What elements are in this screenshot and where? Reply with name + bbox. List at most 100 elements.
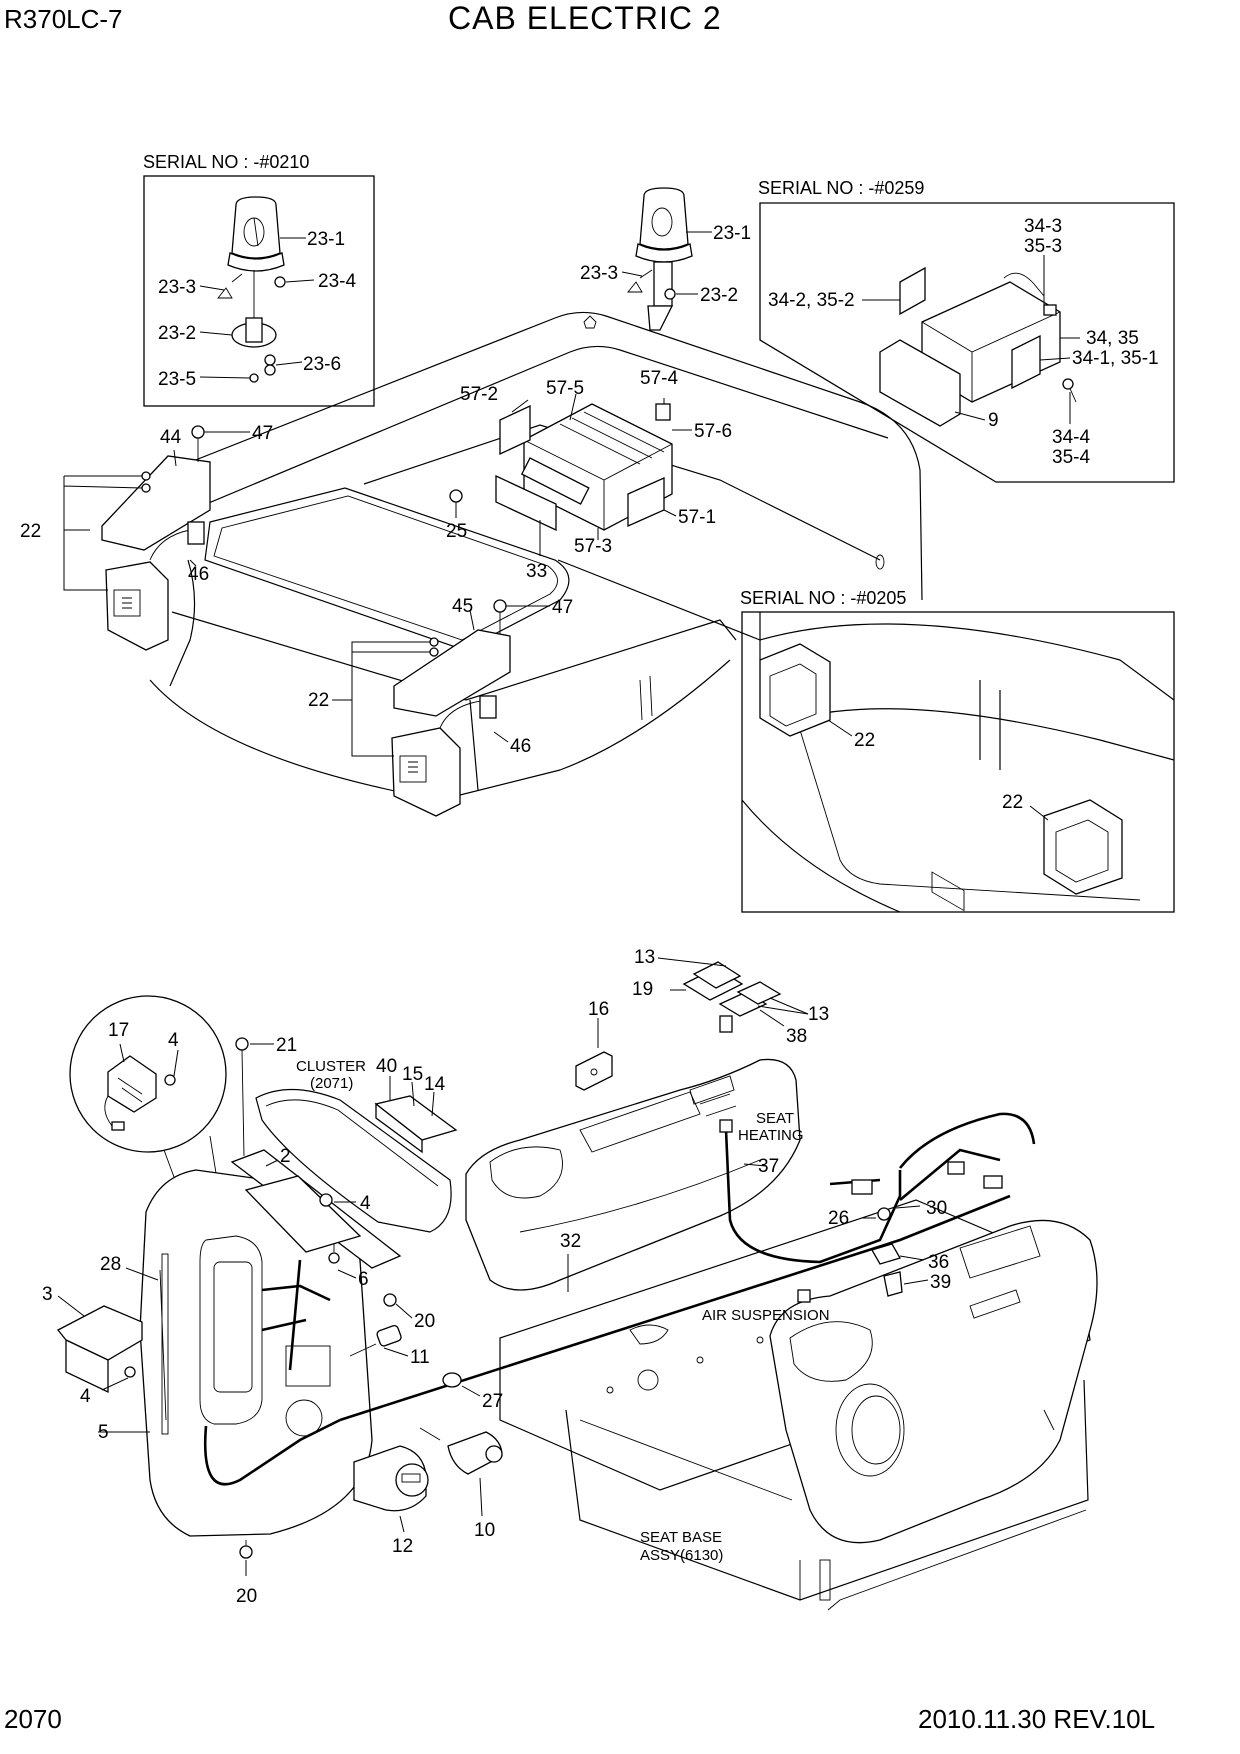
note-seat-heating: SEAT (756, 1110, 794, 1127)
callout: 25 (446, 521, 467, 542)
callout: 23-4 (318, 271, 356, 292)
callout: 37 (758, 1156, 779, 1177)
callout: 34-3 (1024, 216, 1062, 237)
inset-frame (143, 175, 375, 407)
roof-window (204, 487, 570, 651)
beacon-dome-icon (231, 196, 281, 259)
harness-wire (724, 1129, 902, 1264)
detail-circle: 17 4 (69, 995, 233, 1297)
seat-base-plate (499, 1199, 1091, 1491)
callout: 33 (526, 561, 547, 582)
callout: 44 (160, 427, 182, 448)
detail-magnifier (69, 995, 227, 1153)
callout: 34-1, 35-1 (1072, 348, 1159, 369)
note-cluster: CLUSTER (296, 1058, 366, 1075)
inset-serial-label: SERIAL NO : -#0259 (758, 178, 924, 198)
seat-base: SEAT BASE ASSY(6130) (499, 1199, 1098, 1611)
console-panel (139, 1169, 373, 1537)
callout: 23-6 (303, 354, 341, 375)
callout: 22 (308, 690, 329, 711)
callout: 34-4 (1052, 427, 1090, 448)
callout: 34, 35 (1086, 328, 1139, 349)
callout: 15 (402, 1064, 423, 1085)
revision-date: 2010.11.30 REV.10L (918, 1704, 1156, 1734)
callout: 4 (168, 1030, 179, 1051)
beacon-base (227, 252, 285, 272)
callout: 23-3 (158, 277, 196, 298)
callout: 21 (276, 1035, 297, 1056)
callout: 23-3 (580, 263, 618, 284)
callout: 13 (634, 947, 655, 968)
callout: 57-3 (574, 536, 612, 557)
callout: 39 (930, 1272, 951, 1293)
callout: 57-2 (460, 384, 498, 405)
roof-radio: 57-2 57-5 57-4 57-6 57-1 57-3 25 33 (446, 368, 732, 582)
callout: 35-4 (1052, 447, 1090, 468)
callout: 22 (854, 730, 875, 751)
callout: 28 (100, 1254, 121, 1275)
harness-wire (339, 1194, 1011, 1422)
callout: 6 (358, 1269, 369, 1290)
callout: 34-2, 35-2 (768, 290, 855, 311)
inset-work-lamp-early: SERIAL NO : -#0205 22 22 (740, 588, 1175, 913)
callout: 23-5 (158, 369, 196, 390)
work-lamp-icon (105, 561, 169, 651)
callout: 40 (376, 1056, 397, 1077)
callout: 47 (252, 423, 273, 444)
callout: 5 (98, 1422, 109, 1443)
callout: 57-1 (678, 507, 716, 528)
callout: 9 (988, 410, 999, 431)
callout: 16 (588, 999, 609, 1020)
callout: 45 (452, 596, 473, 617)
callout: 30 (926, 1198, 947, 1219)
callout: 36 (928, 1252, 949, 1273)
roof-beacon: 23-1 23-3 23-2 (580, 187, 751, 331)
cab-roof (149, 311, 923, 801)
beacon-dome-icon (639, 187, 689, 250)
work-lamp-icon (759, 643, 831, 737)
page-title: CAB ELECTRIC 2 (448, 0, 722, 36)
armrest-console (465, 1058, 801, 1291)
seat-harness: SEAT HEATING 37 26 30 36 39 AIR SUSPENSI… (702, 1110, 1036, 1324)
callout: 11 (410, 1347, 430, 1368)
inset-frame (741, 611, 1175, 913)
callout: 4 (80, 1386, 91, 1407)
callout: 57-4 (640, 368, 678, 389)
callout: 23-1 (713, 223, 751, 244)
callout: 22 (1002, 792, 1023, 813)
inset-frame (759, 202, 1175, 483)
callout: 2 (280, 1146, 291, 1167)
callout: 19 (632, 979, 653, 1000)
callout: 26 (828, 1208, 849, 1229)
work-lamp-left: 44 47 22 46 (20, 423, 273, 651)
callout: 20 (414, 1311, 435, 1332)
work-lamp-right: 45 47 22 46 (308, 596, 573, 817)
callout: 20 (236, 1586, 257, 1607)
callout: 17 (108, 1020, 129, 1041)
note-seat-heating-2: HEATING (738, 1127, 804, 1144)
note-seat-base-ref: ASSY(6130) (640, 1547, 723, 1564)
note-cluster-ref: (2071) (310, 1075, 353, 1092)
inset-serial-label: SERIAL NO : -#0205 (740, 588, 906, 608)
page-number: 2070 (4, 1704, 62, 1734)
callout: 4 (360, 1193, 371, 1214)
callout: 57-5 (546, 378, 584, 399)
callout: 23-2 (158, 323, 196, 344)
work-lamp-icon (1043, 799, 1123, 895)
callout: 47 (552, 597, 573, 618)
note-air-suspension: AIR SUSPENSION (702, 1307, 830, 1324)
seat-console: 32 13 19 13 38 16 (465, 947, 829, 1292)
inset-radio-early: SERIAL NO : -#0259 34-3 35-3 34-2, 35-2 … (758, 178, 1175, 912)
callout: 35-3 (1024, 236, 1062, 257)
callout: 14 (424, 1074, 446, 1095)
callout: 3 (42, 1284, 53, 1305)
callout: 12 (392, 1536, 413, 1557)
model-number: R370LC-7 (4, 4, 123, 34)
callout: 46 (188, 564, 209, 585)
armrest-console (769, 1219, 1098, 1544)
callout: 10 (474, 1520, 495, 1541)
switch-plate-icon (575, 1051, 613, 1091)
callout: 46 (510, 736, 531, 757)
callout: 22 (20, 521, 41, 542)
